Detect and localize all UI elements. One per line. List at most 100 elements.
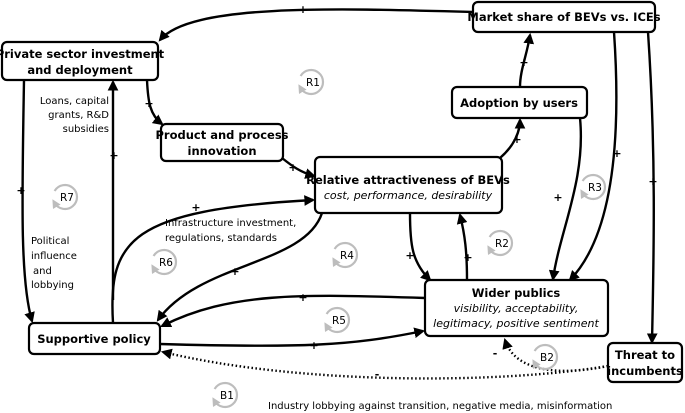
node-label: Market share of BEVs vs. ICEs: [467, 10, 660, 24]
loop-arrow-icon: [487, 229, 514, 257]
node-adoption: Adoption by users: [450, 85, 589, 120]
edge-relative-to-wider: [408, 212, 432, 282]
edge-wider-to-relative: [456, 212, 469, 281]
edge-wider-to-policy: [160, 294, 426, 328]
loop-r2: R2: [487, 229, 514, 257]
edge-threat-to-policy: [160, 348, 609, 380]
loop-label: B1: [220, 390, 234, 402]
loop-arrow-icon: [324, 306, 351, 334]
loop-label: R3: [588, 182, 602, 194]
node-sublabel: visibility, acceptability,: [454, 302, 579, 315]
svg-text:Political: Political: [31, 236, 69, 247]
node-label: Supportive policy: [37, 332, 151, 346]
loop-arrow-icon: [151, 248, 178, 276]
loop-label: B2: [540, 352, 554, 364]
sign-private-product: +: [144, 97, 153, 110]
loop-b2: B2: [532, 343, 559, 371]
loop-label: R1: [306, 77, 320, 89]
edge-relative-to-adoption: [499, 117, 526, 159]
sign-adoption-wider: +: [553, 191, 562, 204]
node-sublabel: legitimacy, positive sentiment: [433, 317, 599, 330]
node-supportive-policy: Supportive policy: [27, 321, 162, 356]
loop-r4: R4: [332, 241, 359, 269]
edge-policy-to-wider: [159, 327, 426, 347]
sign-threat-policy: -: [375, 368, 380, 381]
sign-wider-relative: +: [463, 251, 472, 264]
node-label: innovation: [188, 144, 257, 158]
svg-text:grants, R&D: grants, R&D: [48, 110, 109, 121]
edge-market-to-private: [158, 8, 474, 42]
node-market-share: Market share of BEVs vs. ICEs: [467, 0, 661, 34]
svg-text:influence: influence: [31, 251, 77, 262]
annotation-infrastructure: Infrastructure investment, regulations, …: [165, 218, 296, 244]
node-label: Product and process: [155, 128, 288, 142]
edge-threat-to-wider: [502, 337, 609, 373]
loop-label: R5: [332, 315, 346, 327]
svg-text:and: and: [33, 266, 52, 277]
sign-policy-relative: +: [191, 201, 200, 214]
edge-market-to-threat: [646, 31, 658, 345]
loop-r1: R1: [298, 68, 325, 96]
annotation-political: Political influence and lobbying: [31, 236, 77, 291]
edge-private-to-policy: [21, 79, 35, 324]
svg-text:Infrastructure investment,: Infrastructure investment,: [165, 218, 296, 229]
node-wider-publics: Wider publics visibility, acceptability,…: [423, 278, 610, 338]
annotation-loans: Loans, capital grants, R&D subsidies: [40, 96, 109, 135]
loop-label: R7: [60, 192, 74, 204]
node-relative-attractiveness: Relative attractiveness of BEVs cost, pe…: [306, 155, 510, 215]
loop-r7: R7: [52, 183, 79, 211]
sign-adoption-market: +: [519, 56, 528, 69]
node-label: and deployment: [27, 63, 133, 77]
loop-label: R2: [495, 238, 509, 250]
svg-text:subsidies: subsidies: [63, 124, 109, 135]
loop-b1: B1: [212, 381, 239, 409]
node-threat: Threat to incumbents: [606, 341, 684, 384]
node-label: incumbents: [607, 364, 683, 378]
node-private-sector: Private sector investment and deployment: [0, 40, 165, 82]
edge-adoption-to-market: [518, 32, 535, 88]
edge-market-to-wider: [568, 31, 618, 282]
node-label: Private sector investment: [0, 47, 165, 61]
sign-relative-policy: +: [230, 265, 239, 278]
loop-r6: R6: [151, 248, 178, 276]
edge-product-to-relative: [281, 157, 317, 179]
edge-adoption-to-wider: [548, 117, 583, 282]
sign-threat-wider: -: [493, 347, 498, 360]
loop-label: R4: [340, 250, 354, 262]
annotation-industry-lobbying: Industry lobbying against transition, ne…: [268, 401, 612, 412]
sign-private-policy: +: [16, 184, 25, 197]
sign-market-wider: +: [612, 147, 621, 160]
sign-policy-private: +: [109, 149, 118, 162]
edge-relative-to-policy: [156, 212, 324, 322]
loop-arrow-icon: [580, 173, 607, 201]
edges: [21, 8, 658, 380]
edge-signs: + + + + + + + + + + + + + + + + - -: [16, 3, 657, 381]
node-label: Threat to: [615, 348, 675, 362]
loop-arrow-icon: [212, 381, 239, 409]
loop-r3: R3: [580, 173, 607, 201]
svg-text:lobbying: lobbying: [31, 280, 74, 291]
edge-private-to-product: [145, 79, 164, 126]
sign-relative-adoption: +: [512, 133, 521, 146]
node-sublabel: cost, performance, desirability: [324, 189, 493, 202]
sign-relative-wider: +: [405, 249, 414, 262]
node-product-innovation: Product and process innovation: [155, 122, 289, 163]
sign-market-private: +: [298, 3, 307, 16]
loop-r5: R5: [324, 306, 351, 334]
svg-text:Loans, capital: Loans, capital: [40, 96, 109, 107]
svg-text:regulations, standards: regulations, standards: [165, 233, 277, 244]
loop-label: R6: [159, 257, 173, 269]
loop-arrow-icon: [332, 241, 359, 269]
node-label: Wider publics: [472, 286, 561, 300]
sign-product-relative: +: [288, 161, 297, 174]
loop-arrow-icon: [532, 343, 559, 371]
node-label: Adoption by users: [460, 96, 578, 110]
loop-arrow-icon: [52, 183, 79, 211]
sign-policy-wider: +: [309, 339, 318, 352]
sign-wider-policy: +: [298, 291, 307, 304]
loop-arrow-icon: [298, 68, 325, 96]
sign-market-threat: +: [648, 175, 657, 188]
node-label: Relative attractiveness of BEVs: [306, 173, 510, 187]
